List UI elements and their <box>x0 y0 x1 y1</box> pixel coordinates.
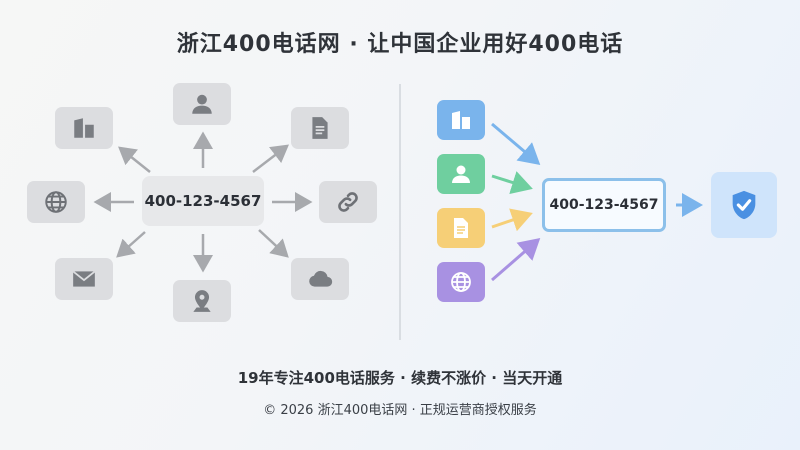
flow-target-shield <box>711 172 777 238</box>
document-icon <box>454 218 468 238</box>
hub-node-mail <box>55 258 113 300</box>
section-divider <box>399 84 401 340</box>
hub-node-location <box>173 280 231 322</box>
person-icon <box>452 165 470 183</box>
link-icon <box>338 192 358 212</box>
cloud-icon <box>309 270 333 287</box>
hub-arrow-down-left <box>116 231 146 258</box>
hub-node-building <box>55 107 113 149</box>
flow-arrow-person <box>491 171 533 195</box>
hub-node-link <box>319 181 377 223</box>
footer-tagline: 19年专注400电话服务 · 续费不涨价 · 当天开通 <box>237 369 563 387</box>
hub-node-globe <box>27 181 85 223</box>
building-icon <box>452 111 470 129</box>
hub-node-cloud <box>291 258 349 300</box>
flow-arrow-document <box>491 208 533 232</box>
location-pin-icon <box>193 290 211 312</box>
flow-arrow-globe <box>491 238 541 282</box>
building-icon <box>74 118 94 138</box>
hub-arrow-up-right <box>252 144 289 173</box>
flow-source-building <box>437 100 485 140</box>
person-icon <box>192 94 212 114</box>
footer-copyright: © 2026 浙江400电话网 · 正规运营商授权服务 <box>263 403 537 418</box>
flow-source-person <box>437 154 485 194</box>
hub-phone-number: 400-123-4567 <box>142 176 264 226</box>
flow-phone-number: 400-123-4567 <box>542 178 666 232</box>
hub-node-person <box>173 83 231 125</box>
shield-check-icon <box>732 190 756 220</box>
flow-source-document <box>437 208 485 248</box>
globe-icon <box>451 272 471 292</box>
page-title: 浙江400电话网 · 让中国企业用好400电话 <box>176 32 624 57</box>
hub-node-document <box>291 107 349 149</box>
mail-icon <box>72 270 96 287</box>
flow-arrow-building <box>491 122 541 165</box>
document-icon <box>312 117 328 139</box>
globe-icon <box>45 191 67 213</box>
hub-arrow-up-left <box>118 146 151 173</box>
flow-source-globe <box>437 262 485 302</box>
hub-arrow-down-right <box>258 229 289 258</box>
